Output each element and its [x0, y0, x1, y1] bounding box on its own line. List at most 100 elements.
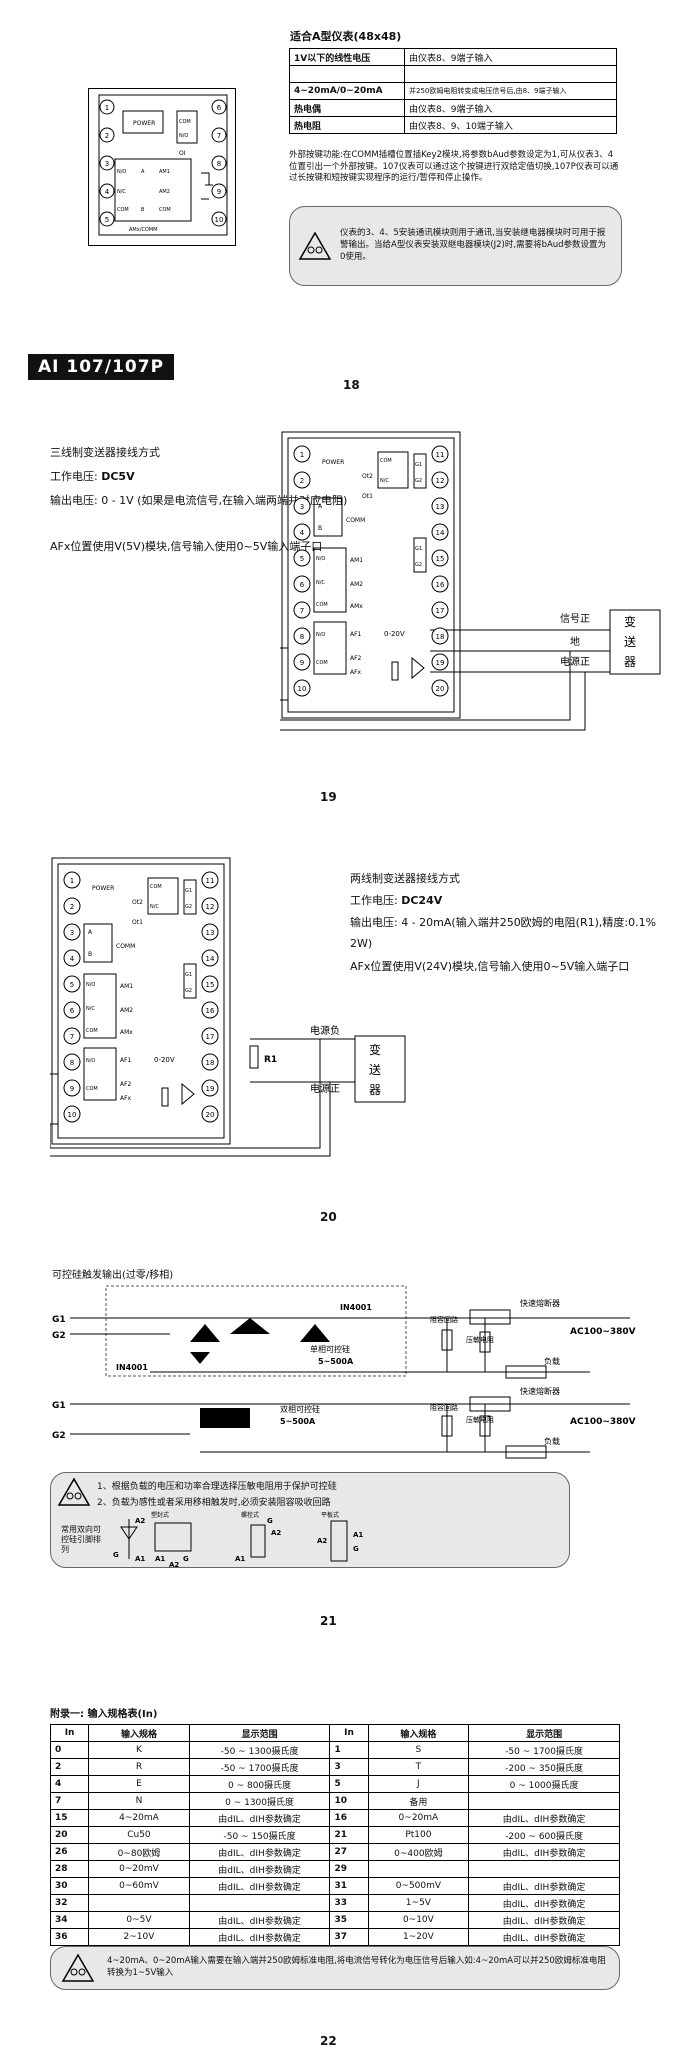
terminal-resistor — [161, 1087, 169, 1107]
terminal-afx-box — [83, 1047, 117, 1101]
terminal-pin — [211, 211, 227, 227]
p22-cell: 由dIL、dIH参数确定 — [468, 1877, 620, 1895]
terminal-g2-label: G2 — [415, 478, 422, 484]
caution-icon-3 — [61, 1953, 95, 1982]
model-banner: AI 107/107P — [28, 354, 175, 380]
terminal-pin — [293, 549, 311, 567]
p22-cell: 33 — [329, 1894, 369, 1912]
terminal-pin-label: 2 — [105, 132, 109, 140]
terminal-pin-label: 5 — [70, 981, 74, 989]
terminal-b-label: B — [318, 525, 322, 532]
p22-cell — [367, 1860, 470, 1878]
p20-voltage: 工作电压: DC24V — [350, 892, 442, 908]
p20-voltage-value: DC24V — [401, 894, 443, 907]
p18-table-row: 热电阻由仪表8、9、10端子输入 — [289, 116, 617, 134]
terminal-pin-label: 16 — [436, 581, 445, 589]
terminal-pin — [431, 627, 449, 645]
terminal-com-label: COM — [86, 1028, 98, 1034]
p22-cell: E — [88, 1775, 190, 1793]
terminal-pin — [99, 127, 115, 143]
p22-cell: 由dIL、dIH参数确定 — [468, 1809, 620, 1827]
a-b-label: B — [141, 207, 145, 213]
terminal-pin — [293, 497, 311, 515]
p22-cell: 37 — [329, 1928, 369, 1946]
p22-cell: 由dIL、dIH参数确定 — [188, 1911, 331, 1929]
p22-cell: Pt100 — [367, 1826, 470, 1844]
p22-cell: 27 — [329, 1843, 369, 1861]
p22-cell: 0 ~ 1300摄氏度 — [188, 1792, 331, 1810]
p19-transmitter-char2: 送 — [624, 634, 636, 649]
p21-pkg3-g: G — [353, 1545, 359, 1553]
p21-load-bottom: 负载 — [544, 1436, 560, 1446]
p22-title: 附录一: 输入规格表(In) — [50, 1709, 158, 1720]
p22-note-box: 4~20mA、0~20mA输入需要在输入端并250欧姆标准电阻,将电流信号转化为… — [50, 1946, 620, 1990]
p21-in4001-left: IN4001 — [116, 1363, 148, 1372]
terminal-g-box-2 — [183, 963, 197, 999]
terminal-pin — [431, 523, 449, 541]
terminal-pin-label: 9 — [217, 188, 221, 196]
p19-title: 三线制变送器接线方式 — [50, 446, 160, 459]
p18-table-row — [289, 65, 617, 83]
terminal-range-label: 0-20V — [384, 630, 405, 638]
p22-cell: 由dIL、dIH参数确定 — [188, 1928, 331, 1946]
p21-g2-top: G2 — [52, 1331, 66, 1341]
terminal-pin-label: 2 — [70, 903, 74, 911]
terminal-com-label-3: COM — [150, 884, 162, 890]
p21-fuse-bottom: 快速熔断器 — [520, 1386, 560, 1396]
terminal-pin — [63, 1105, 81, 1123]
terminal-pin-label: 14 — [206, 955, 215, 963]
terminal-pin — [63, 897, 81, 915]
terminal-pin-label: 10 — [298, 685, 307, 693]
a-no-label: N/O — [179, 133, 188, 139]
p19-output: 输出电压: 0 - 1V (如果是电流信号,在输入端两端并对应电阻) — [50, 494, 348, 507]
terminal-pin — [431, 653, 449, 671]
terminal-outer-frame — [281, 431, 461, 719]
terminal-comm-box — [83, 923, 113, 963]
page-number-22: 22 — [320, 2034, 337, 2048]
p18-cell-method — [404, 65, 617, 83]
terminal-g-box — [183, 879, 197, 915]
p22-cell: 0~20mV — [88, 1860, 190, 1878]
p21-scr2-label: 双相可控硅 — [280, 1404, 320, 1414]
terminal-power-label: POWER — [92, 885, 114, 892]
p20-power-pos: 电源正 — [310, 1082, 340, 1095]
p18-table-row: 热电偶由仪表8、9端子输入 — [289, 99, 617, 117]
p20-output: 输出电压: 4 - 20mA(输入端并250欧姆的电阻(R1),精度:0.1% … — [350, 916, 657, 950]
terminal-pin-label: 14 — [436, 529, 445, 537]
p20-title: 两线制变送器接线方式 — [350, 872, 460, 885]
p22-cell: 由dIL、dIH参数确定 — [468, 1928, 620, 1946]
p20-transmitter-char1: 变 — [369, 1042, 381, 1057]
p22-cell: 21 — [329, 1826, 369, 1844]
a-am1-label: AM1 — [159, 169, 170, 175]
terminal-af1-label: AF1 — [350, 631, 362, 638]
terminal-pin — [201, 1079, 219, 1097]
terminal-pin — [63, 949, 81, 967]
p22-cell: 4~20mA — [88, 1809, 190, 1827]
p22-cell: 26 — [49, 1843, 90, 1861]
terminal-pin-label: 15 — [206, 981, 215, 989]
terminal-pin-label: 1 — [70, 877, 74, 885]
p18-cell-input: 热电阻 — [289, 116, 405, 134]
terminal-pin — [211, 155, 227, 171]
p22-cell: J — [367, 1775, 470, 1793]
terminal-ot1-label: Ot1 — [132, 919, 143, 926]
terminal-pin — [293, 523, 311, 541]
terminal-afx-label: AFx — [350, 669, 362, 676]
p22-cell: 0~80欧姆 — [88, 1843, 190, 1861]
p19-transmitter-char3: 器 — [624, 655, 636, 669]
terminal-pin — [201, 1053, 219, 1071]
terminal-afx-label: AFx — [120, 1095, 132, 1102]
p22-cell: -200 ~ 350摄氏度 — [468, 1758, 620, 1776]
p18-table-row: 1V以下的线性电压由仪表8、9端子输入 — [289, 48, 617, 66]
terminal-com-label: COM — [316, 602, 328, 608]
p21-sym-a2: A2 — [135, 1517, 145, 1525]
p22-cell: 7 — [49, 1792, 90, 1810]
terminal-pin-label: 4 — [300, 529, 305, 537]
p18-cell-method: 由仪表8、9端子输入 — [404, 48, 617, 66]
